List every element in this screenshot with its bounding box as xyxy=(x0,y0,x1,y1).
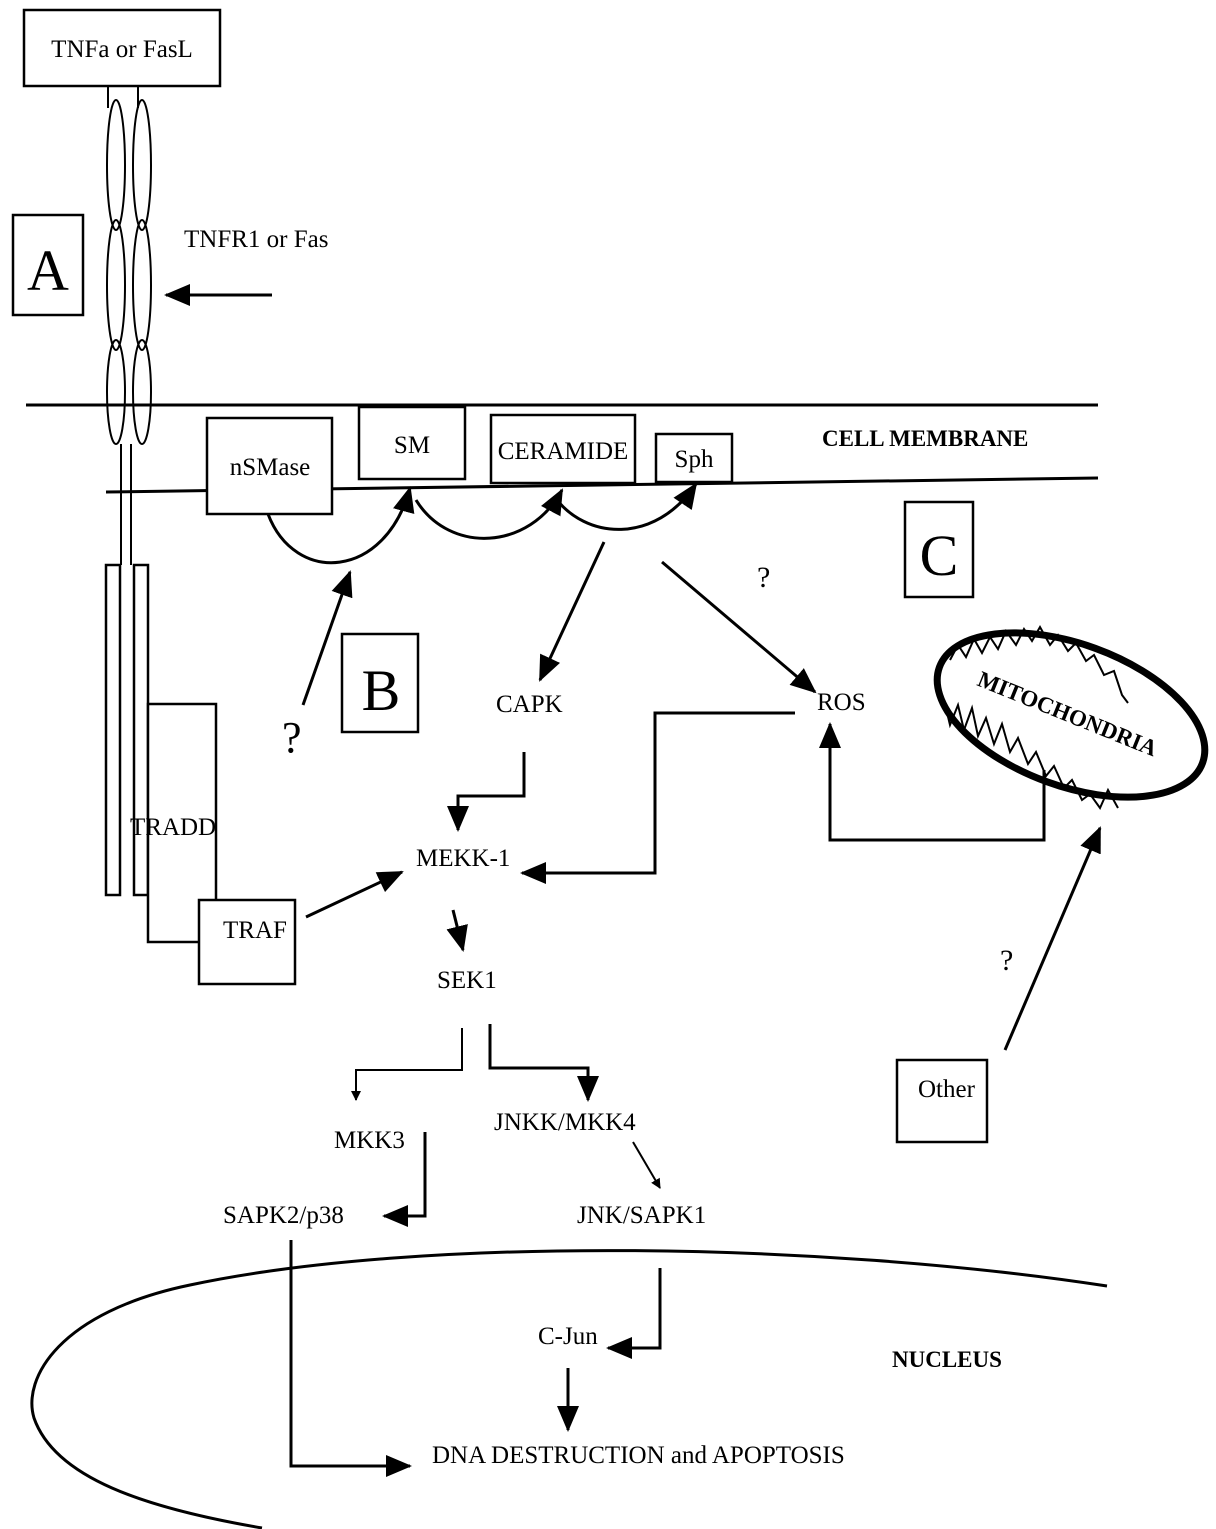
cell-membrane-label: CELL MEMBRANE xyxy=(822,426,1028,451)
nucleus-label: NUCLEUS xyxy=(892,1347,1002,1372)
sph-label: Sph xyxy=(675,446,714,473)
traf-label: TRAF xyxy=(223,917,287,944)
panel-c-label: C xyxy=(920,523,959,588)
traf-box: TRAF xyxy=(199,900,295,984)
panel-a-box: A xyxy=(13,215,83,315)
ceramide-to-capk-arrow xyxy=(540,542,604,680)
dna-apoptosis-label: DNA DESTRUCTION and APOPTOSIS xyxy=(432,1442,845,1469)
ceramide-to-ros-arrow xyxy=(662,562,815,692)
nsmase-box: nSMase xyxy=(207,418,332,514)
jnk-to-cjun-arrow xyxy=(608,1268,660,1348)
panel-a-label: A xyxy=(27,238,69,303)
panel-b-box: B xyxy=(342,634,418,732)
jnkk-mkk4-label: JNKK/MKK4 xyxy=(494,1109,636,1136)
jnkk-to-jnk-arrow xyxy=(633,1142,660,1188)
mkk3-label: MKK3 xyxy=(334,1127,405,1154)
ligand-box: TNFa or FasL xyxy=(24,10,220,86)
capk-label: CAPK xyxy=(496,691,563,718)
ligand-label: TNFa or FasL xyxy=(51,36,193,63)
sapk2-p38-label: SAPK2/p38 xyxy=(223,1202,344,1229)
panel-c-box: C xyxy=(905,502,973,597)
cjun-label: C-Jun xyxy=(538,1323,598,1350)
panel-b-label: B xyxy=(362,658,401,723)
jnk-sapk1-label: JNK/SAPK1 xyxy=(577,1202,706,1229)
question-mark-ros: ? xyxy=(757,561,770,594)
sm-box: SM xyxy=(359,407,465,479)
sm-to-ceramide-arrow xyxy=(416,490,562,538)
mekk1-label: MEKK-1 xyxy=(416,845,510,872)
capk-to-mekk1-arrow xyxy=(458,752,524,830)
sapk2-to-dna-arrow xyxy=(291,1240,410,1466)
ceramide-box: CERAMIDE xyxy=(491,415,635,483)
mekk1-to-sek1-arrow xyxy=(453,910,463,950)
other-to-mitochondria-arrow xyxy=(1005,828,1100,1050)
ros-to-mekk1-arrow xyxy=(522,713,795,873)
tradd-label: TRADD xyxy=(130,814,216,841)
question-mark-other: ? xyxy=(1000,944,1013,977)
mitochondria: MITOCHONDRIA xyxy=(915,600,1216,829)
traf-to-mekk1-arrow xyxy=(306,872,402,917)
other-label: Other xyxy=(918,1076,976,1103)
ros-label: ROS xyxy=(817,689,866,716)
receptor-label: TNFR1 or Fas xyxy=(184,226,328,253)
ceramide-label: CERAMIDE xyxy=(498,438,629,465)
sek1-to-mkk3-arrow xyxy=(356,1028,462,1100)
question-mark-b: ? xyxy=(282,713,302,762)
sek1-to-jnkk-arrow xyxy=(490,1024,588,1100)
sph-box: Sph xyxy=(656,434,732,482)
ceramide-to-sph-arrow xyxy=(554,484,696,529)
sek1-label: SEK1 xyxy=(437,967,497,994)
sm-label: SM xyxy=(394,432,430,459)
other-box: Other xyxy=(897,1060,987,1142)
nsmase-label: nSMase xyxy=(230,454,311,481)
